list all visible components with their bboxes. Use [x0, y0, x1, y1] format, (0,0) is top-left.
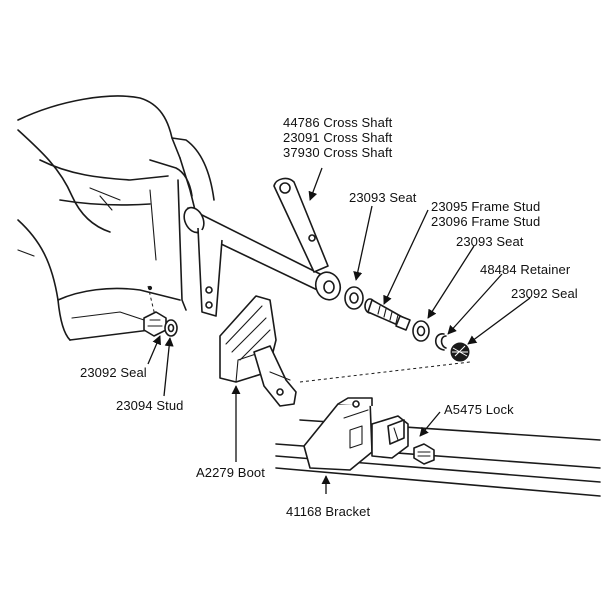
- leader-lines: [147, 167, 531, 494]
- label-44786-cross-shaft: 44786 Cross Shaft: [283, 115, 393, 130]
- label-23092-seal-right: 23092 Seal: [511, 286, 578, 301]
- label-23096-frame-stud: 23096 Frame Stud: [431, 214, 541, 229]
- label-41168-bracket: 41168 Bracket: [286, 504, 371, 519]
- label-23095-frame-stud: 23095 Frame Stud: [431, 199, 541, 214]
- label-23093-seat-upper: 23093 Seat: [349, 190, 417, 205]
- bracket: [275, 397, 601, 497]
- label-23091-cross-shaft: 23091 Cross Shaft: [283, 130, 393, 145]
- label-a2279-boot: A2279 Boot: [196, 465, 265, 480]
- label-37930-cross-shaft: 37930 Cross Shaft: [283, 145, 393, 160]
- label-23093-seat-lower: 23093 Seat: [456, 234, 524, 249]
- right-hardware: [412, 320, 470, 362]
- left-stud-seal: [143, 285, 178, 337]
- upper-seat: [344, 286, 364, 310]
- engine-block-outline: [17, 95, 215, 341]
- frame-stud: [364, 298, 411, 331]
- alignment-line: [299, 361, 471, 383]
- boot: [219, 295, 297, 407]
- label-a5475-lock: A5475 Lock: [444, 402, 514, 417]
- label-23092-seal-left: 23092 Seal: [80, 365, 147, 380]
- label-48484-retainer: 48484 Retainer: [480, 262, 571, 277]
- label-23094-stud: 23094 Stud: [116, 398, 184, 413]
- cross-shaft: [183, 177, 342, 317]
